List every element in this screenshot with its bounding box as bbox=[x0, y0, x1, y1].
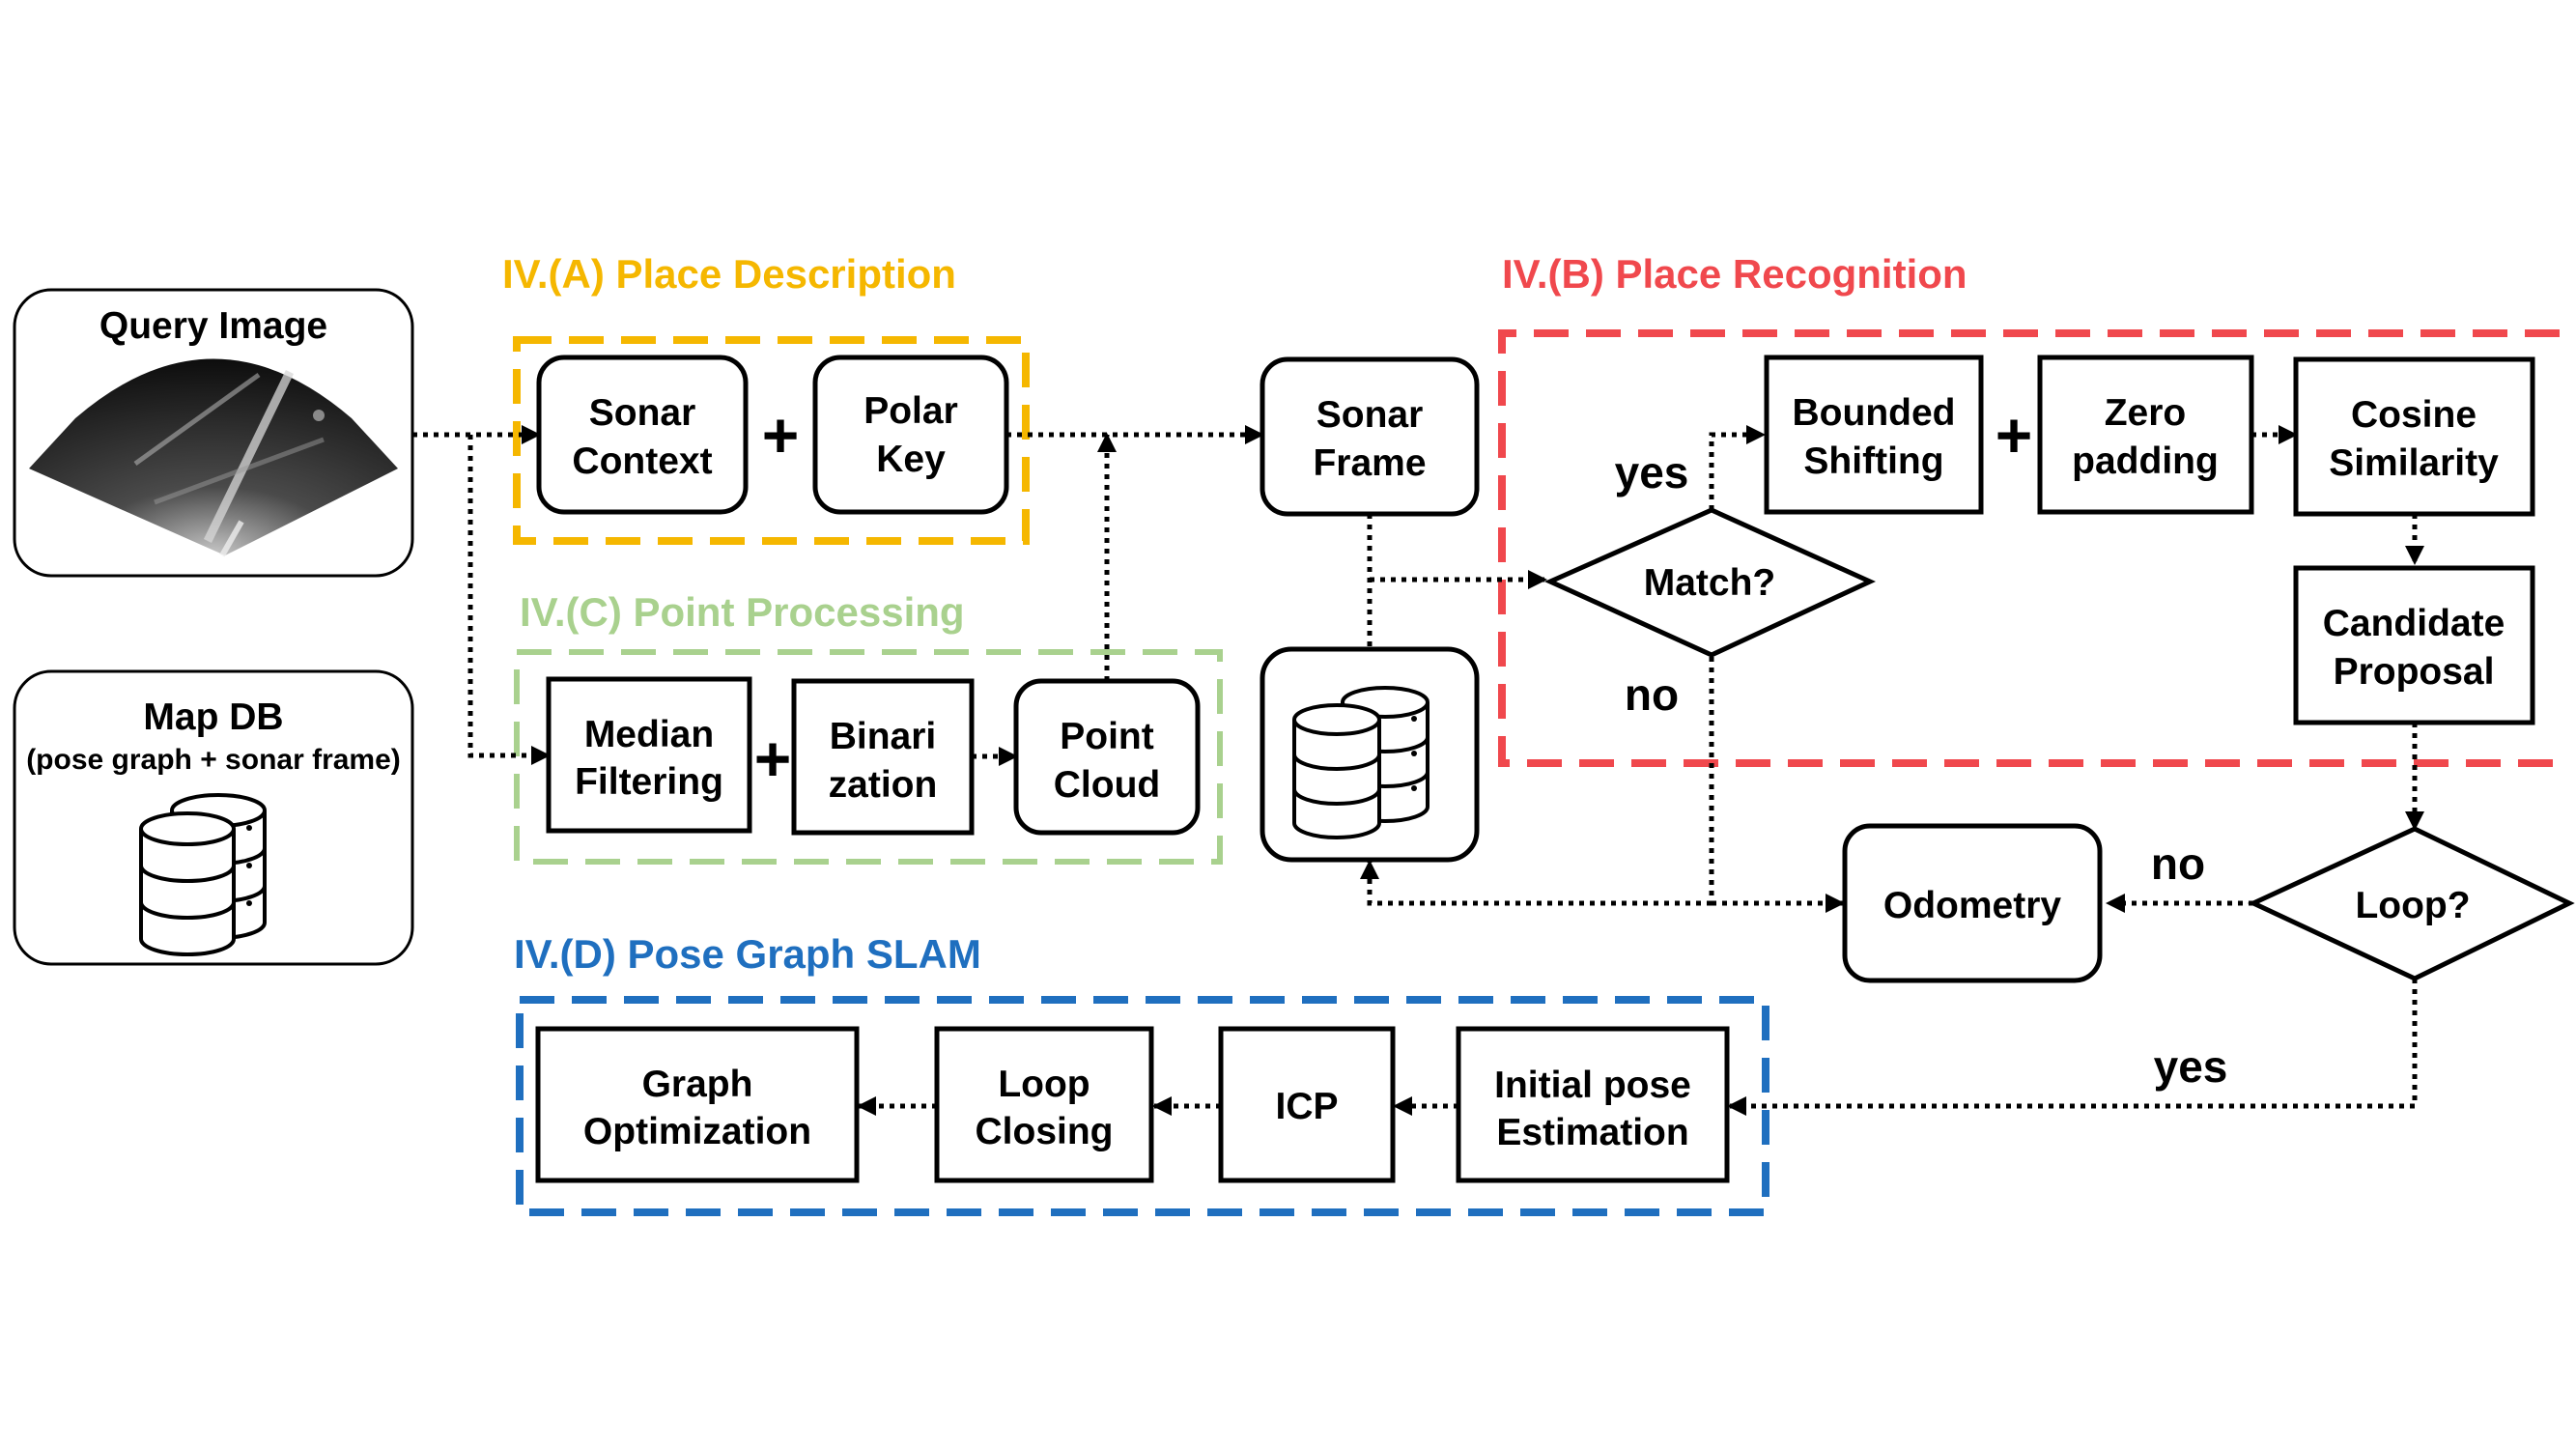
svg-text:Match?: Match? bbox=[1644, 562, 1776, 604]
section-place-description: IV.(A) Place Description bbox=[502, 251, 1030, 545]
node-loop-closing: Loop Closing bbox=[934, 1026, 1154, 1183]
database-icon bbox=[139, 793, 267, 956]
node-initial-pose-estimation: Initial pose Estimation bbox=[1456, 1026, 1730, 1183]
svg-text:Zero: Zero bbox=[2105, 392, 2187, 434]
svg-text:Polar: Polar bbox=[863, 390, 958, 432]
sonar-image-icon bbox=[29, 358, 398, 557]
svg-text:Proposal: Proposal bbox=[2334, 651, 2495, 693]
node-graph-optimization: Graph Optimization bbox=[535, 1026, 860, 1183]
svg-text:Filtering: Filtering bbox=[575, 761, 723, 803]
svg-text:Loop?: Loop? bbox=[2355, 885, 2470, 926]
svg-text:Median: Median bbox=[584, 714, 714, 755]
svg-text:Initial pose: Initial pose bbox=[1494, 1065, 1691, 1106]
svg-text:Point: Point bbox=[1060, 716, 1153, 757]
node-sonar-frame: Sonar Frame bbox=[1260, 356, 1480, 517]
svg-text:ICP: ICP bbox=[1275, 1086, 1338, 1127]
svg-text:Binari: Binari bbox=[830, 716, 937, 757]
svg-text:Context: Context bbox=[572, 440, 712, 482]
svg-text:Shifting: Shifting bbox=[1803, 440, 1943, 482]
label-loop-no: no bbox=[2151, 838, 2205, 889]
label-loop-yes: yes bbox=[2154, 1041, 2228, 1092]
node-sonar-context: Sonar Context bbox=[536, 355, 749, 515]
section-title-point-processing: IV.(C) Point Processing bbox=[520, 589, 965, 635]
node-zero-padding: Zero padding bbox=[2037, 355, 2254, 515]
node-icp: ICP bbox=[1218, 1026, 1396, 1183]
section-pose-graph-slam: IV.(D) Pose Graph SLAM bbox=[514, 931, 1769, 1216]
node-candidate-proposal: Candidate Proposal bbox=[2293, 565, 2535, 725]
svg-text:Estimation: Estimation bbox=[1496, 1112, 1688, 1153]
svg-text:Sonar: Sonar bbox=[589, 392, 696, 434]
edge-match-yes bbox=[1709, 425, 1766, 510]
label-match-yes: yes bbox=[1615, 447, 1689, 497]
node-bounded-shifting: Bounded Shifting bbox=[1764, 355, 1984, 515]
svg-text:Similarity: Similarity bbox=[2329, 442, 2499, 484]
section-title-place-description: IV.(A) Place Description bbox=[502, 251, 956, 297]
node-binarization: Binari zation bbox=[791, 678, 975, 836]
plus-sign: + bbox=[1996, 399, 2033, 470]
svg-text:padding: padding bbox=[2072, 440, 2219, 482]
node-point-cloud: Point Cloud bbox=[1013, 678, 1201, 836]
node-polar-key: Polar Key bbox=[812, 355, 1009, 515]
svg-text:Odometry: Odometry bbox=[1883, 885, 2062, 926]
section-title-place-recognition: IV.(B) Place Recognition bbox=[1502, 251, 1967, 297]
database-icon bbox=[1292, 686, 1430, 839]
svg-text:Cosine: Cosine bbox=[2351, 394, 2477, 436]
svg-text:Cloud: Cloud bbox=[1054, 764, 1160, 806]
connectors bbox=[412, 425, 2424, 1116]
node-match-decision: Match? bbox=[1543, 507, 1877, 658]
map-db-panel: Map DB (pose graph + sonar frame) bbox=[13, 669, 414, 966]
svg-text:Key: Key bbox=[876, 439, 946, 480]
section-place-recognition: IV.(B) Place Recognition bbox=[1498, 251, 2560, 767]
svg-text:Optimization: Optimization bbox=[583, 1111, 811, 1152]
query-image-title: Query Image bbox=[99, 305, 327, 347]
node-median-filtering: Median Filtering bbox=[546, 676, 752, 834]
svg-text:Sonar: Sonar bbox=[1316, 394, 1424, 436]
svg-text:Graph: Graph bbox=[642, 1064, 753, 1105]
node-odometry: Odometry bbox=[1842, 823, 2103, 983]
edge-query-to-median-filtering bbox=[467, 435, 551, 765]
map-db-title: Map DB bbox=[143, 696, 283, 738]
query-image-panel: Query Image bbox=[13, 288, 414, 578]
node-sonar-database bbox=[1260, 646, 1480, 863]
plus-sign: + bbox=[754, 723, 792, 794]
map-db-subtitle: (pose graph + sonar frame) bbox=[26, 744, 401, 776]
plus-sign: + bbox=[762, 399, 800, 470]
svg-text:Candidate: Candidate bbox=[2323, 603, 2505, 644]
node-cosine-similarity: Cosine Similarity bbox=[2293, 356, 2535, 517]
label-match-no: no bbox=[1625, 669, 1679, 720]
section-point-processing: IV.(C) Point Processing bbox=[514, 589, 1223, 865]
svg-text:Loop: Loop bbox=[998, 1064, 1090, 1105]
svg-text:Frame: Frame bbox=[1313, 442, 1426, 484]
section-title-pose-graph-slam: IV.(D) Pose Graph SLAM bbox=[514, 931, 981, 977]
svg-text:zation: zation bbox=[829, 764, 938, 806]
svg-text:Bounded: Bounded bbox=[1793, 392, 1956, 434]
node-loop-decision: Loop? bbox=[2248, 826, 2575, 981]
svg-text:Closing: Closing bbox=[976, 1111, 1114, 1152]
edge-to-database bbox=[1360, 860, 1712, 906]
edge-loop-yes bbox=[1727, 979, 2418, 1116]
